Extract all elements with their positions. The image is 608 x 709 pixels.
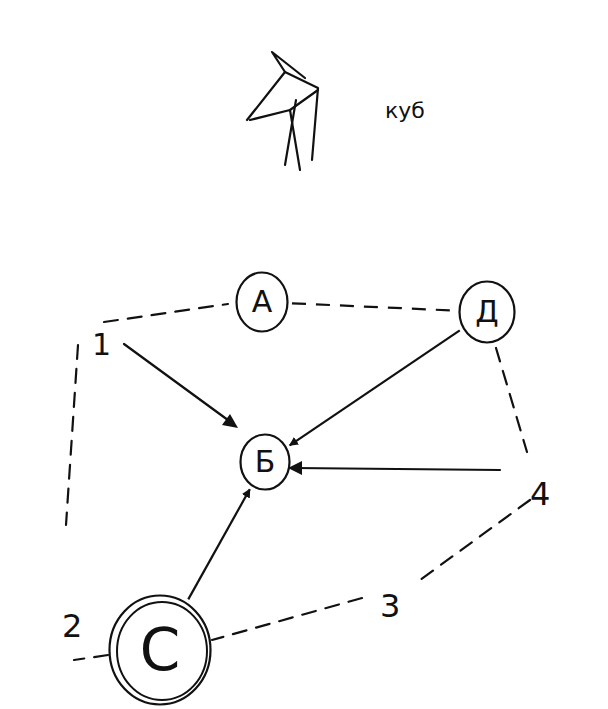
arrow-connector <box>188 489 250 599</box>
cube-sketch <box>247 52 318 170</box>
dashed-frame <box>66 304 530 660</box>
callout-number: 1 <box>92 330 111 360</box>
callout-number: 3 <box>380 590 400 622</box>
arrow-connector <box>290 330 460 445</box>
circle-node: Б <box>239 433 291 491</box>
node-letter: Б <box>255 447 276 477</box>
node-letter: Д <box>475 297 498 327</box>
pointer-arrows <box>124 344 500 470</box>
circle-stroke <box>237 273 288 332</box>
circle-stroke <box>110 596 211 705</box>
circle-stroke <box>460 282 515 343</box>
node-letter: С <box>140 621 181 679</box>
dashed-line <box>292 303 455 310</box>
circle-node: С <box>108 594 212 706</box>
circle-node: А <box>235 271 289 333</box>
circle-stroke <box>117 602 207 700</box>
figure-label: куб <box>385 100 425 122</box>
callout-number: 2 <box>62 610 82 642</box>
circle-node: Д <box>458 280 516 344</box>
node-letter: А <box>252 287 273 317</box>
callout-number: 4 <box>530 478 550 510</box>
circle-stroke <box>241 435 290 490</box>
